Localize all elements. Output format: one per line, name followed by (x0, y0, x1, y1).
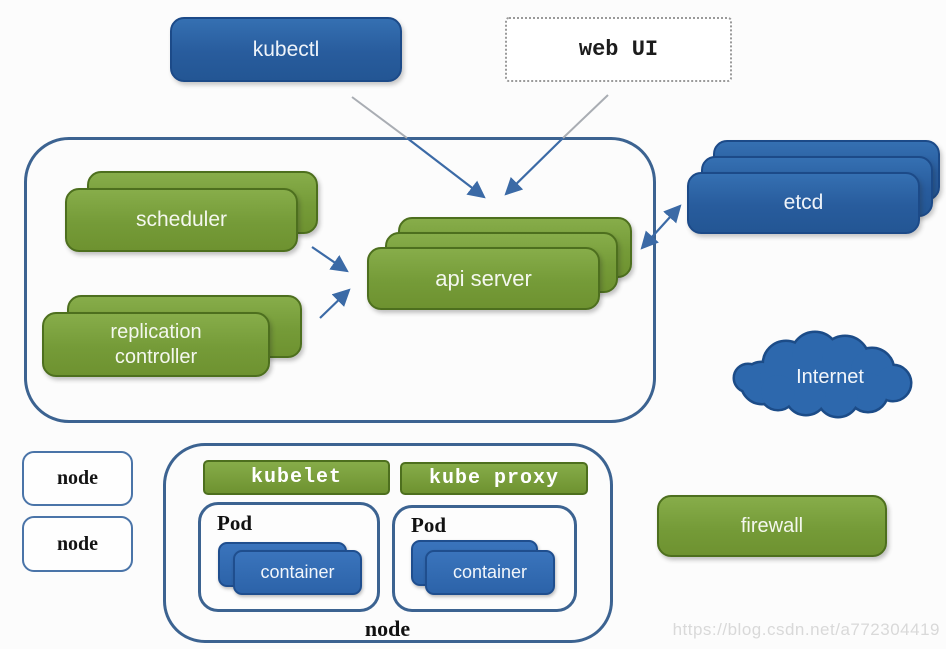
kubelet-label: kubelet (250, 466, 342, 489)
internet-label: Internet (796, 366, 864, 388)
watermark: https://blog.csdn.net/a772304419 (672, 620, 940, 639)
kube-proxy-box: kube proxy (400, 462, 588, 495)
pod-2-title: Pod (411, 513, 447, 537)
firewall-box: firewall (657, 495, 887, 557)
pod-1-title: Pod (217, 511, 253, 535)
api-server-label: api server (435, 265, 532, 291)
node-panel-outline (163, 443, 613, 643)
node-box-1-label: node (56, 467, 99, 489)
kube-proxy-label: kube proxy (428, 467, 560, 490)
pod-2-container-box: container (425, 550, 555, 595)
scheduler-label: scheduler (135, 208, 228, 231)
node-box-2: node (22, 516, 133, 572)
scheduler-box: scheduler (65, 188, 298, 252)
etcd-box: etcd (687, 172, 920, 234)
kubectl-label: kubectl (252, 37, 320, 61)
pod-1-container-box: container (233, 550, 362, 595)
node-box-2-label: node (56, 532, 99, 555)
api-server-box: api server (367, 247, 600, 310)
node-box-1: node (22, 451, 133, 506)
pod-1-container-label: container (260, 562, 335, 582)
kubelet-box: kubelet (203, 460, 390, 495)
web-ui-label: web UI (578, 37, 659, 62)
master-outline (24, 137, 656, 423)
etcd-label: etcd (783, 191, 824, 214)
kubectl-box: kubectl (170, 17, 402, 82)
firewall-label: firewall (740, 514, 804, 537)
pod-2-container-label: container (452, 562, 528, 582)
node-panel-label: node (364, 616, 411, 641)
web-ui-box: web UI (505, 17, 732, 82)
replication-controller-label: replication controller (110, 320, 202, 368)
replication-controller-box: replication controller (42, 312, 270, 377)
